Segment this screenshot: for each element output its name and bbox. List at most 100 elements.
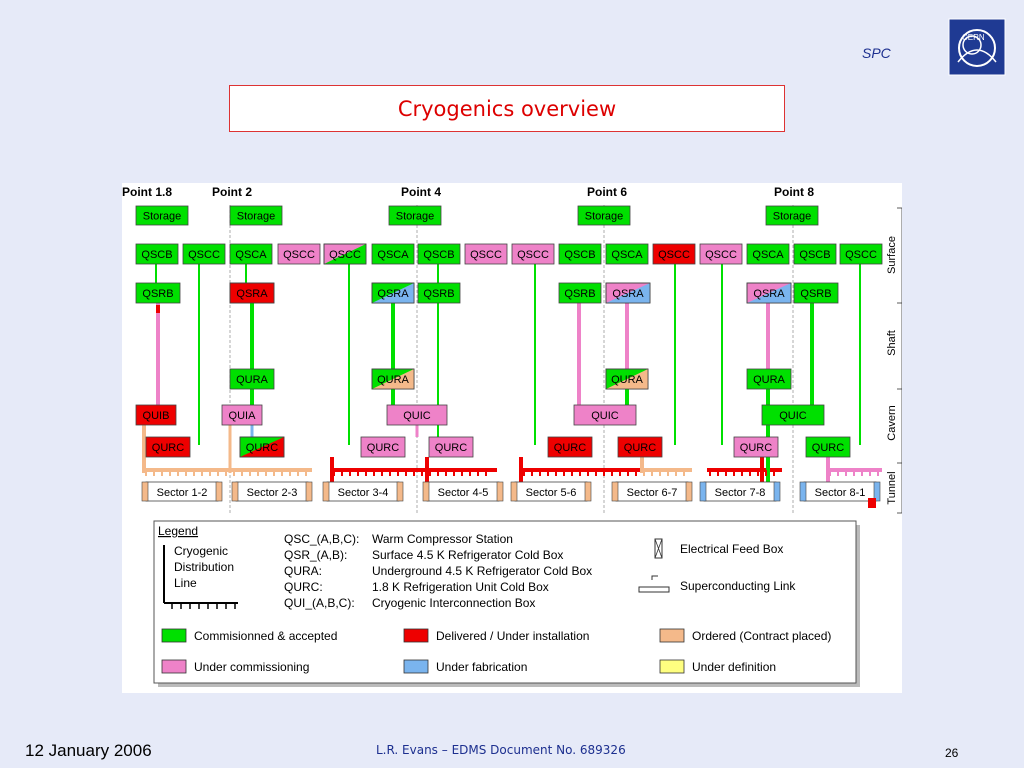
svg-text:QURC: QURC: [367, 442, 399, 454]
qura-box: QURA: [605, 368, 649, 390]
level-label: Cavern: [886, 405, 898, 440]
level-label: Shaft: [886, 330, 898, 356]
svg-text:QSCC: QSCC: [658, 249, 690, 261]
qurc-box: QURC: [617, 436, 663, 458]
qura-box: QURA: [371, 368, 415, 390]
point-header: Point 1.8: [122, 185, 172, 199]
legend-line-label: Distribution: [174, 560, 234, 574]
qurc-box: QURC: [805, 436, 851, 458]
legend-title: Legend: [158, 524, 198, 538]
compressor-box: QSCC: [182, 243, 226, 265]
compressor-box: QSCA: [605, 243, 649, 265]
svg-text:QSCC: QSCC: [517, 249, 549, 261]
svg-text:QURA: QURA: [753, 374, 785, 386]
svg-text:QURC: QURC: [246, 442, 278, 454]
legend-abbrev-desc: Warm Compressor Station: [372, 532, 513, 546]
cern-logo: CERN: [948, 18, 1006, 76]
svg-text:Storage: Storage: [773, 211, 812, 223]
svg-text:QURC: QURC: [152, 442, 184, 454]
compressor-box: QSCC: [323, 243, 367, 265]
legend-swatch: [659, 659, 685, 674]
qsrb-box: QSRB: [417, 282, 461, 304]
sector-box: Sector 5-6: [510, 481, 592, 502]
footer-document: L.R. Evans – EDMS Document No. 689326: [376, 743, 626, 757]
svg-text:Sector 7-8: Sector 7-8: [715, 487, 766, 499]
legend-sc-link: Superconducting Link: [680, 579, 796, 593]
legend-swatch: [659, 628, 685, 643]
svg-text:QURC: QURC: [812, 442, 844, 454]
footer-date: 12 January 2006: [25, 741, 152, 760]
qsrb-box: QSRB: [135, 282, 181, 304]
compressor-box: QSCA: [371, 243, 415, 265]
svg-text:Sector 1-2: Sector 1-2: [157, 487, 208, 499]
sector-box: Sector 8-1: [799, 481, 881, 502]
page-number: 26: [945, 746, 959, 760]
qurc-box: QURC: [239, 436, 285, 458]
legend-swatch: [161, 628, 187, 643]
svg-text:QUIC: QUIC: [779, 410, 807, 422]
legend-status-label: Commisionned & accepted: [194, 629, 337, 643]
svg-text:Storage: Storage: [396, 211, 435, 223]
qurc-box: QURC: [547, 436, 593, 458]
point-header: Point 4: [401, 185, 441, 199]
svg-text:Sector 3-4: Sector 3-4: [338, 487, 389, 499]
svg-text:QURA: QURA: [611, 374, 643, 386]
legend-status-label: Under definition: [692, 660, 776, 674]
point-header: Point 2: [212, 185, 252, 199]
legend-abbrev-desc: 1.8 K Refrigeration Unit Cold Box: [372, 580, 549, 594]
svg-text:Storage: Storage: [237, 211, 276, 223]
qura-box: QURA: [746, 368, 792, 390]
qurc-box: QURC: [360, 436, 406, 458]
svg-text:Sector 5-6: Sector 5-6: [526, 487, 577, 499]
legend-abbrev-key: QSR_(A,B):: [284, 548, 347, 562]
legend-status-label: Under commissioning: [194, 660, 309, 674]
qsrb-box: QSRB: [558, 282, 602, 304]
svg-text:QSRA: QSRA: [753, 288, 785, 300]
storage-box: Storage: [135, 205, 189, 226]
qurc-box: QURC: [733, 436, 779, 458]
compressor-box: QSCC: [699, 243, 743, 265]
svg-text:QSCC: QSCC: [283, 249, 315, 261]
svg-text:QURC: QURC: [435, 442, 467, 454]
feed-box: [868, 498, 876, 508]
svg-text:QSCA: QSCA: [611, 249, 643, 261]
qurc-box: QURC: [428, 436, 474, 458]
legend-abbrev-desc: Cryogenic Interconnection Box: [372, 596, 535, 610]
page-title: Cryogenics overview: [397, 96, 617, 121]
legend-status-label: Delivered / Under installation: [436, 629, 589, 643]
svg-text:QUIC: QUIC: [403, 410, 431, 422]
quic-box: QUIC: [386, 404, 448, 426]
qsra-box: QSRA: [229, 282, 275, 304]
compressor-box: QSCB: [793, 243, 837, 265]
svg-text:QUIB: QUIB: [143, 410, 170, 422]
svg-text:QSCC: QSCC: [845, 249, 877, 261]
legend-status-label: Ordered (Contract placed): [692, 629, 831, 643]
sector-box: Sector 3-4: [322, 481, 404, 502]
quic-box: QUIC: [761, 404, 825, 426]
compressor-box: QSCC: [277, 243, 321, 265]
legend-swatch: [403, 628, 429, 643]
svg-text:Sector 2-3: Sector 2-3: [247, 487, 298, 499]
quic-box: QUIC: [573, 404, 637, 426]
svg-text:QURC: QURC: [740, 442, 772, 454]
svg-text:QSRB: QSRB: [564, 288, 595, 300]
legend-line-label: Cryogenic: [174, 544, 228, 558]
storage-box: Storage: [229, 205, 283, 226]
legend-status-label: Under fabrication: [436, 660, 527, 674]
compressor-box: QSCC: [839, 243, 883, 265]
qsra-box: QSRA: [371, 282, 415, 304]
qsrb-box: QSRB: [793, 282, 839, 304]
level-label: Tunnel: [886, 471, 898, 504]
compressor-box: QSCB: [417, 243, 461, 265]
svg-text:QSCA: QSCA: [235, 249, 267, 261]
svg-text:QUIA: QUIA: [229, 410, 257, 422]
svg-text:QSRB: QSRB: [423, 288, 454, 300]
svg-text:QSRB: QSRB: [142, 288, 173, 300]
svg-text:QSCC: QSCC: [470, 249, 502, 261]
compressor-box: QSCA: [229, 243, 273, 265]
svg-text:QURC: QURC: [624, 442, 656, 454]
compressor-box: QSCC: [464, 243, 508, 265]
svg-text:QURA: QURA: [236, 374, 268, 386]
svg-text:QSCB: QSCB: [423, 249, 454, 261]
